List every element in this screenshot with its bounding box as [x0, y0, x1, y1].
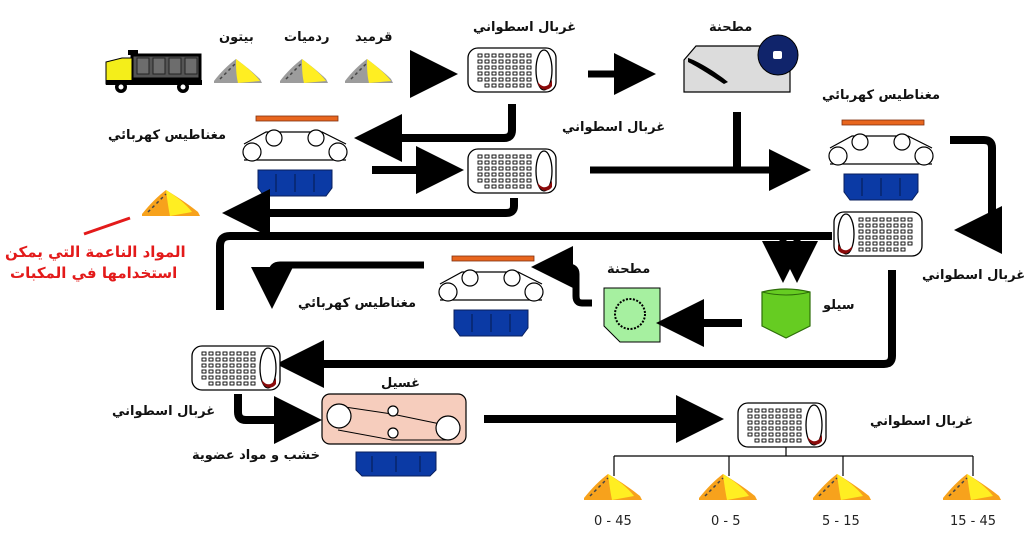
- sieve-icon: [737, 402, 827, 448]
- input-label-rubble: ردميات: [284, 30, 330, 45]
- truck-icon: [105, 50, 202, 93]
- label-magnet-right: مغناطيس كهربائي: [822, 88, 941, 103]
- output-range-label: 15 - 45: [950, 514, 997, 529]
- label-wood-organic: خشب و مواد عضوية: [192, 448, 320, 463]
- output-range-label: 5 - 15: [822, 514, 860, 529]
- label-sieve-top: غربال اسطواني: [473, 20, 577, 35]
- arrow: [251, 261, 424, 309]
- electromagnet-icon: [438, 255, 544, 337]
- pointer-line: [83, 216, 131, 236]
- pile-concrete-icon: [213, 58, 263, 84]
- electromagnet-icon: [828, 119, 934, 201]
- pile-rubble-icon: [279, 58, 329, 84]
- pile-output-icon: [942, 473, 1002, 501]
- grinder-icon: [603, 287, 661, 343]
- label-sieve-left: غربال اسطواني: [112, 404, 216, 419]
- arrow: [950, 136, 1002, 254]
- sieve-icon: [833, 211, 923, 257]
- sieve-icon: [467, 47, 557, 93]
- input-label-concrete: بيتون: [219, 30, 254, 45]
- arrow: [276, 270, 896, 388]
- label-fine-material-line2: استخدامها في المكبات: [10, 264, 178, 282]
- pile-fine-icon: [141, 189, 201, 217]
- label-magnet-mid: مغناطيس كهربائي: [298, 296, 417, 311]
- output-range-label: 0 - 5: [711, 514, 741, 529]
- washer-icon: [321, 393, 467, 477]
- arrow: [354, 104, 516, 162]
- label-sieve-mid: غربال اسطواني: [562, 120, 666, 135]
- pile-output-icon: [812, 473, 872, 501]
- pile-tile-icon: [344, 58, 394, 84]
- arrow: [234, 394, 322, 444]
- arrow: [222, 189, 518, 237]
- label-wash: غسيل: [381, 376, 421, 391]
- label-fine-material-line1: المواد الناعمة التي يمكن: [5, 243, 186, 261]
- label-magnet-left: مغناطيس كهربائي: [108, 128, 227, 143]
- arrow: [531, 246, 592, 307]
- label-silo: سيلو: [823, 298, 855, 313]
- input-label-tile: قرميد: [355, 30, 393, 45]
- label-sieve-final: غربال اسطواني: [870, 414, 974, 429]
- label-crusher-top: مطحنة: [709, 20, 753, 35]
- crusher-icon: [683, 34, 799, 93]
- distribution-lines: [613, 447, 974, 476]
- sieve-icon: [191, 345, 281, 391]
- pile-output-icon: [583, 473, 643, 501]
- connector: [216, 232, 832, 310]
- electromagnet-icon: [242, 115, 348, 197]
- pile-output-icon: [698, 473, 758, 501]
- sieve-icon: [467, 148, 557, 194]
- label-sieve-right: غربال اسطواني: [922, 268, 1026, 283]
- silo-icon: [761, 288, 811, 339]
- output-range-label: 0 - 45: [594, 514, 632, 529]
- label-grinder-mid: مطحنة: [607, 262, 651, 277]
